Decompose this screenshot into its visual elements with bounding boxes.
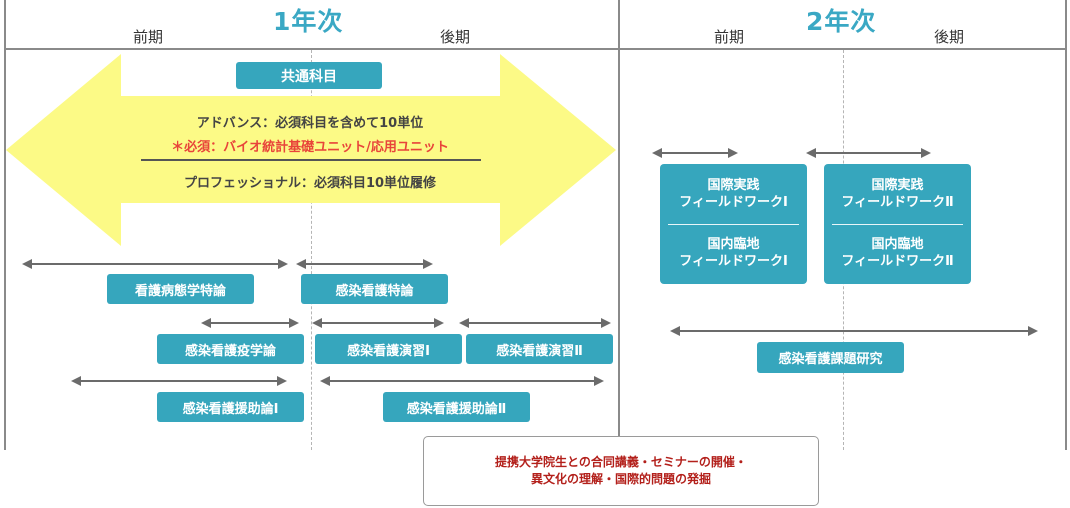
banner-divider xyxy=(141,159,481,161)
year1-late-term: 後期 xyxy=(440,28,471,46)
fieldwork1-divider xyxy=(668,224,799,225)
joint-seminar-note: 提携大学院生との合同講義・セミナーの開催・ 異文化の理解・国際的問題の発掘 xyxy=(423,436,819,506)
common-subjects-label: 共通科目 xyxy=(236,62,382,89)
left-border xyxy=(4,0,6,450)
header-line-year2 xyxy=(620,48,1067,50)
fieldwork2-divider xyxy=(832,224,963,225)
year1-title: 1年次 xyxy=(273,7,344,36)
year1-early-term: 前期 xyxy=(133,28,164,46)
advanced-requirement-text: アドバンス：必須科目を含めて10単位 xyxy=(196,116,424,131)
right-border xyxy=(1065,0,1067,450)
year2-title: 2年次 xyxy=(806,7,877,36)
course-pathophysiology: 看護病態学特論 xyxy=(107,274,254,304)
year2-late-term: 後期 xyxy=(934,28,965,46)
domestic-fieldwork2-title: 国内臨地 xyxy=(871,237,924,252)
domestic-fieldwork1-subtitle: フィールドワークⅠ xyxy=(679,254,788,269)
domestic-fieldwork2-subtitle: フィールドワークⅡ xyxy=(841,254,954,269)
intl-fieldwork1-subtitle: フィールドワークⅠ xyxy=(679,195,788,210)
course-support2: 感染看護援助論Ⅱ xyxy=(383,392,530,422)
note-line-1: 提携大学院生との合同講義・セミナーの開催・ xyxy=(495,455,747,469)
year1-midline xyxy=(311,50,312,450)
year-divider xyxy=(618,0,620,450)
intl-fieldwork2-subtitle: フィールドワークⅡ xyxy=(841,195,954,210)
course-infection-special: 感染看護特論 xyxy=(301,274,448,304)
intl-fieldwork2-title: 国際実践 xyxy=(871,178,924,193)
header-line-year1 xyxy=(4,48,620,50)
course-practicum1: 感染看護演習Ⅰ xyxy=(315,334,462,364)
year2-early-term: 前期 xyxy=(714,28,745,46)
domestic-fieldwork1-title: 国内臨地 xyxy=(707,237,760,252)
note-line-2: 異文化の理解・国際的問題の発掘 xyxy=(530,472,711,486)
intl-fieldwork1-title: 国際実践 xyxy=(707,178,760,193)
course-practicum2: 感染看護演習Ⅱ xyxy=(466,334,613,364)
course-epidemiology: 感染看護疫学論 xyxy=(157,334,304,364)
fieldwork-box-1: 国際実践 フィールドワークⅠ 国内臨地 フィールドワークⅠ xyxy=(660,164,807,284)
fieldwork-box-2: 国際実践 フィールドワークⅡ 国内臨地 フィールドワークⅡ xyxy=(824,164,971,284)
required-units-text: ＊必須：バイオ統計基礎ユニット/応用ユニット xyxy=(171,140,449,155)
course-support1: 感染看護援助論Ⅰ xyxy=(157,392,304,422)
professional-requirement-text: プロフェッショナル：必須科目10単位履修 xyxy=(183,176,437,191)
course-research: 感染看護課題研究 xyxy=(757,342,904,373)
